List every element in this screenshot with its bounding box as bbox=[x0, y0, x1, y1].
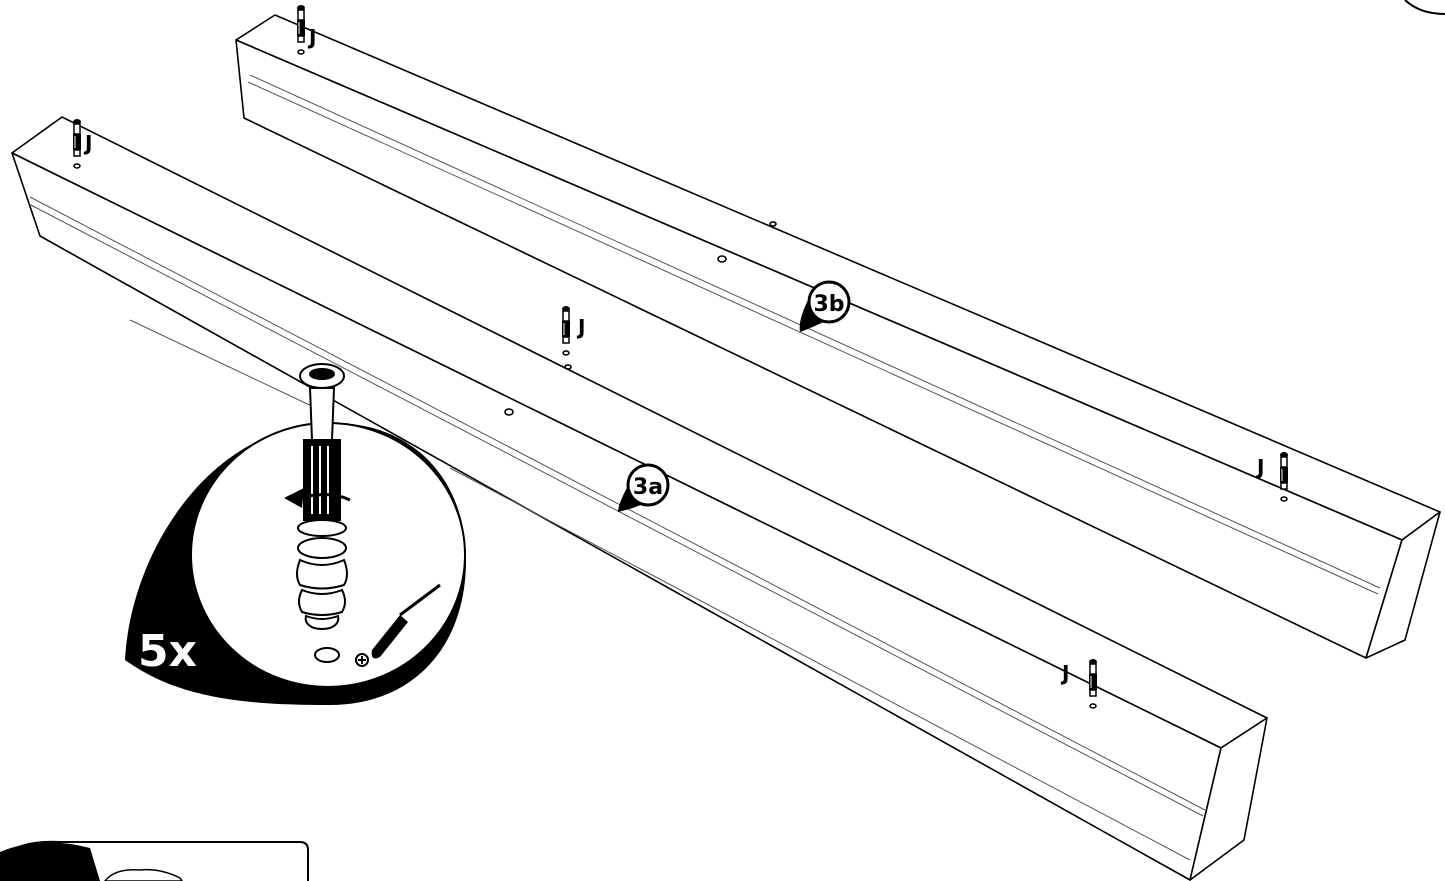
rotate-arrow-icon bbox=[284, 488, 351, 508]
cam-bolt-icon bbox=[561, 305, 571, 356]
cam-bolt-icon bbox=[296, 363, 348, 630]
hardware-label: J bbox=[307, 25, 316, 49]
pilot-hole-icon bbox=[314, 647, 340, 663]
hardware-label: J bbox=[1060, 661, 1069, 685]
hardware-label: J bbox=[1255, 455, 1264, 479]
screwdriver-icon bbox=[355, 583, 441, 667]
next-step-tab bbox=[0, 840, 309, 881]
hardware-label: J bbox=[83, 131, 92, 155]
hardware-label: J bbox=[576, 315, 585, 339]
corner-circle bbox=[1404, 0, 1445, 15]
part-callout-3a: 3a bbox=[618, 463, 670, 512]
part-label-3a: 3a bbox=[633, 475, 663, 500]
front-rail bbox=[11, 116, 1268, 881]
back-rail bbox=[235, 14, 1441, 659]
part-callout-3b: 3b bbox=[799, 280, 851, 332]
detail-bubble: 5x bbox=[125, 363, 466, 705]
quantity-label: 5x bbox=[138, 626, 197, 677]
part-label-3b: 3b bbox=[813, 292, 844, 317]
